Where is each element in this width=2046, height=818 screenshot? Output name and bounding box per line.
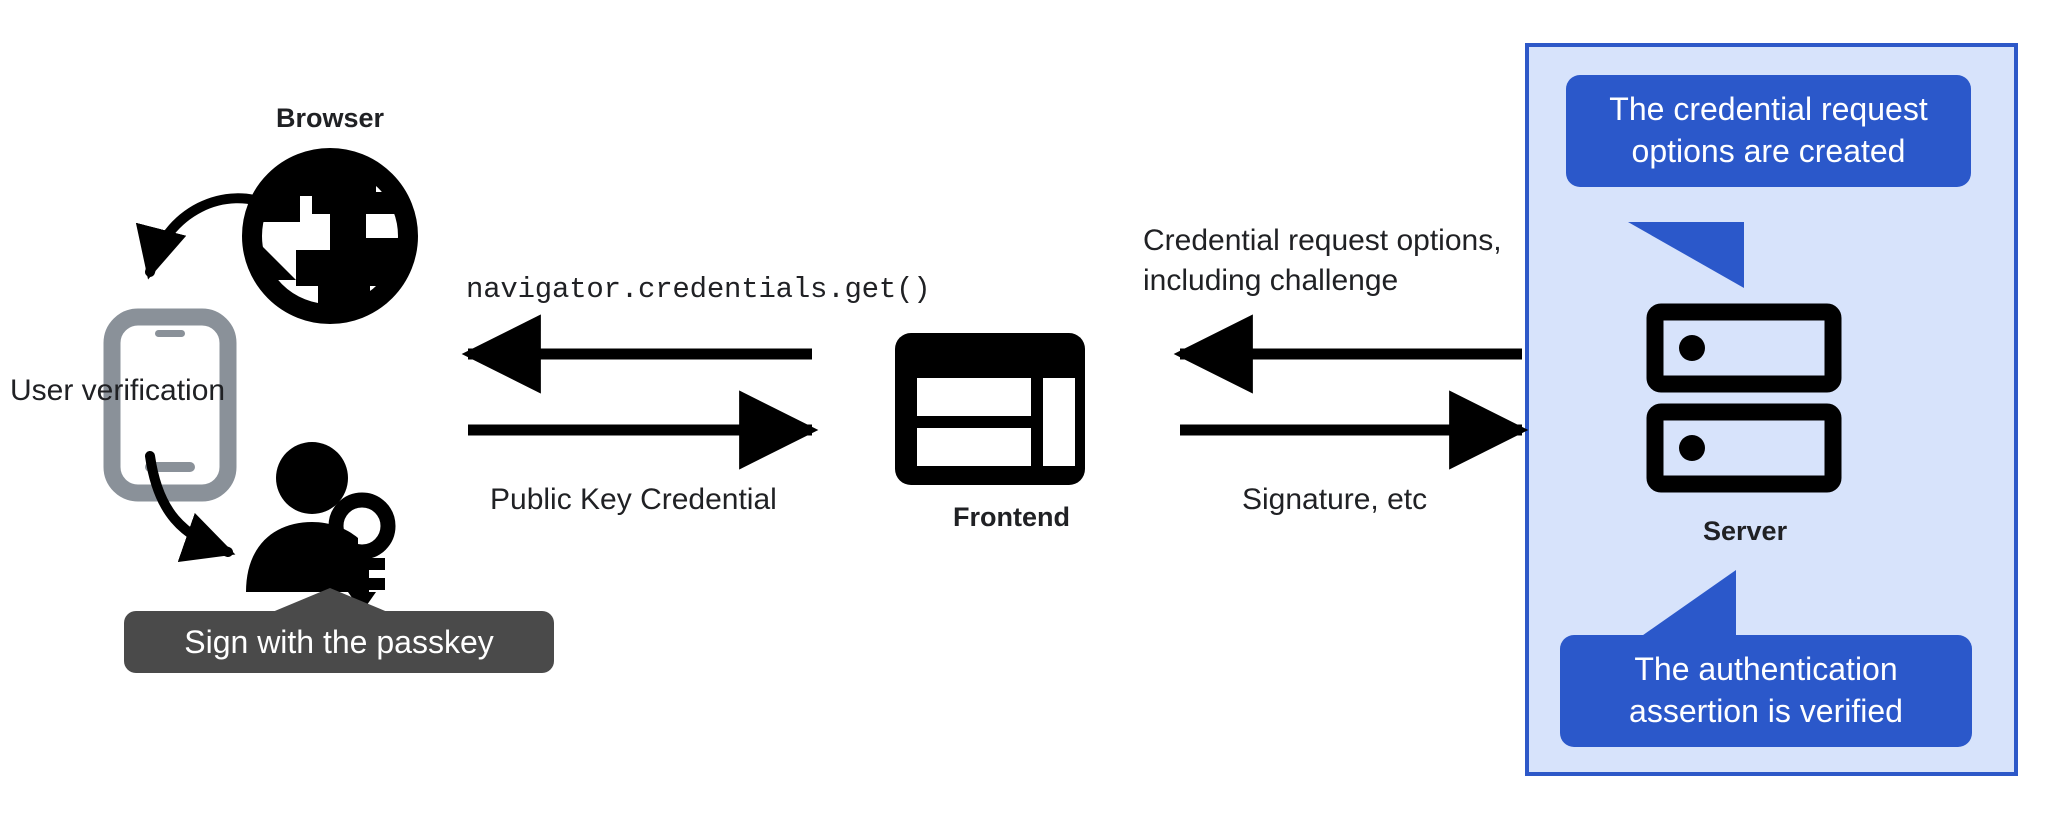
user-verification-label: User verification (10, 374, 226, 407)
arrow-browser-to-phone (135, 193, 277, 280)
sign-with-passkey-tooltip: Sign with the passkey (124, 611, 554, 673)
callout-credential-options-created: The credential request options are creat… (1566, 75, 1971, 187)
navigator-get-label: navigator.credentials.get() (466, 273, 931, 306)
callout-assertion-verified: The authentication assertion is verified (1560, 635, 1972, 747)
webpage-layout-icon (895, 333, 1085, 485)
tooltip-pointer (270, 588, 390, 613)
credential-request-line1: Credential request options, (1143, 224, 1502, 257)
globe-icon (242, 148, 418, 324)
arrow-phone-to-user (145, 451, 236, 563)
signature-etc-label: Signature, etc (1242, 483, 1428, 516)
public-key-credential-label: Public Key Credential (490, 483, 777, 516)
credential-request-line2: including challenge (1143, 264, 1399, 297)
browser-label: Browser (276, 103, 385, 133)
server-label: Server (1703, 516, 1788, 546)
frontend-label: Frontend (953, 502, 1070, 532)
person-with-key-icon (246, 442, 396, 612)
